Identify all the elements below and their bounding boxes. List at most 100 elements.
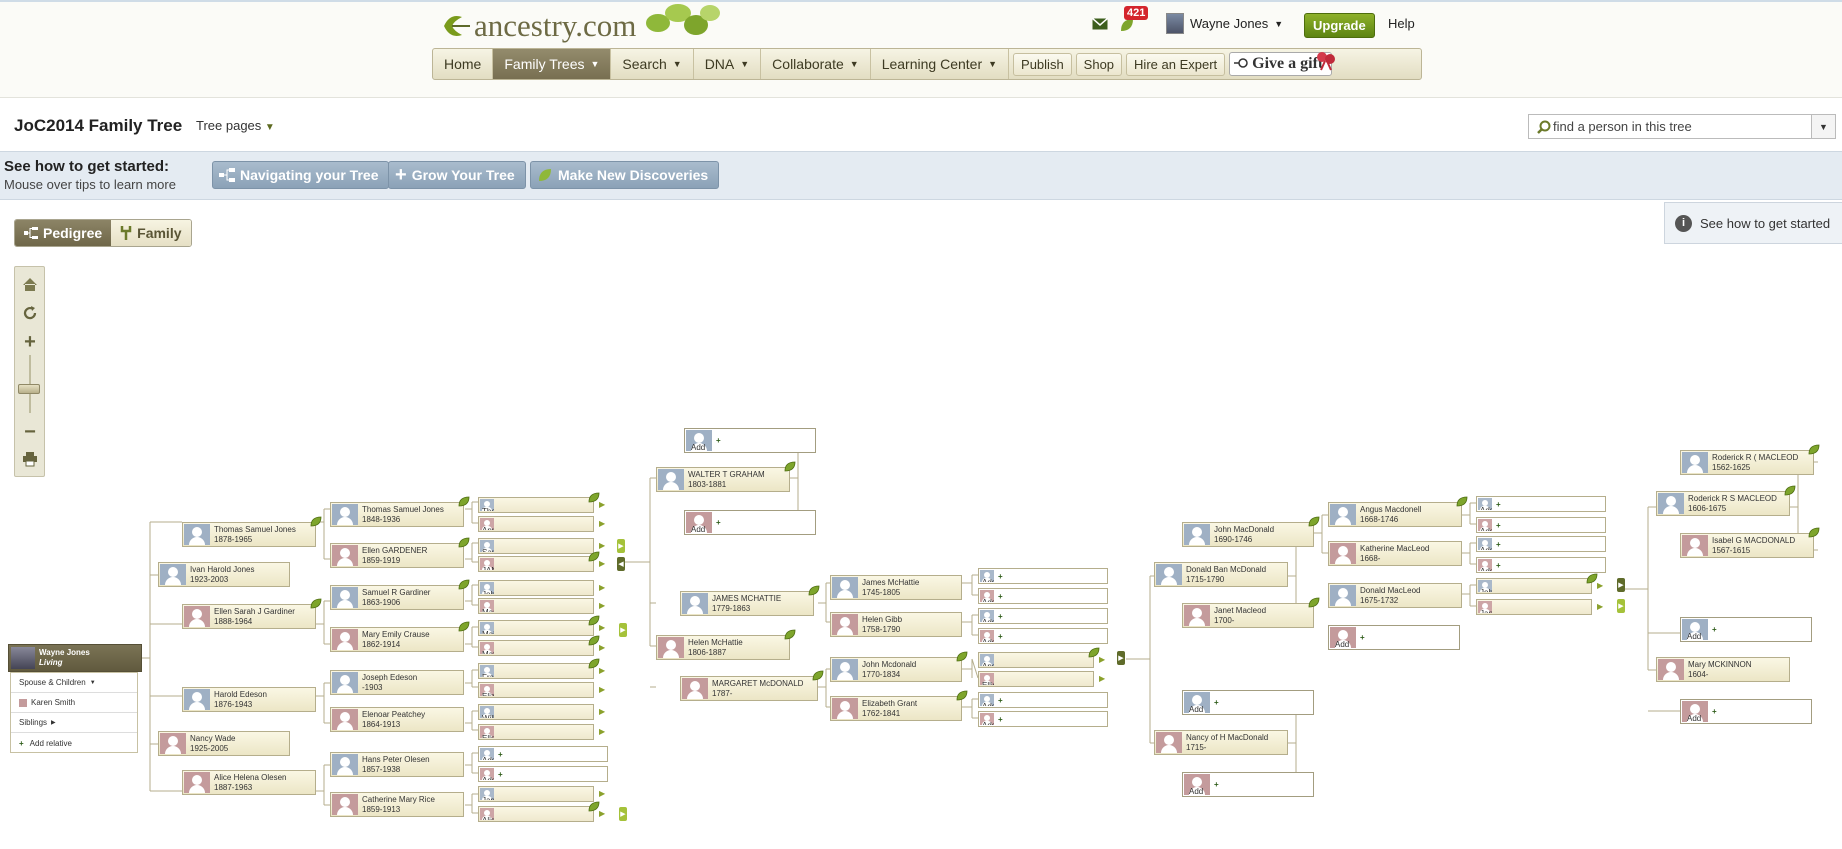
expand-arrow-icon[interactable]: ▶ xyxy=(1597,581,1604,590)
zoom-out-icon[interactable]: − xyxy=(24,420,36,443)
expand-arrow-icon[interactable]: ▶ xyxy=(599,623,606,632)
ancestor-small-card[interactable]: William H Peatchey xyxy=(478,704,594,720)
hint-leaf-icon[interactable] xyxy=(458,537,470,548)
hire-expert-button[interactable]: Hire an Expert xyxy=(1126,52,1226,76)
upgrade-button[interactable]: Upgrade xyxy=(1304,13,1375,38)
expand-branch-icon[interactable]: ▶ xyxy=(1617,578,1625,592)
nav-search[interactable]: Search▼ xyxy=(611,49,694,79)
hint-leaf-icon[interactable] xyxy=(1784,485,1796,496)
help-link[interactable]: Help xyxy=(1388,16,1415,31)
refresh-icon[interactable] xyxy=(19,302,41,324)
print-icon[interactable] xyxy=(19,448,41,470)
add-father-button[interactable]: Add Father+ xyxy=(684,428,816,453)
person-card[interactable]: Joseph Edeson-1903 xyxy=(330,670,464,695)
hint-leaf-icon[interactable] xyxy=(310,598,322,609)
hint-leaf-icon[interactable] xyxy=(812,670,824,681)
ancestor-small-card[interactable]: Matilda Kibble xyxy=(478,640,594,656)
hints-leaf-icon[interactable] xyxy=(1118,16,1136,34)
expand-arrow-icon[interactable]: ▶ xyxy=(599,707,606,716)
add-mother-button[interactable]: Add Mother+ xyxy=(1182,772,1314,797)
add-father-button[interactable]: Add Father+ xyxy=(478,746,608,762)
expand-branch-icon[interactable]: ▶ xyxy=(1117,651,1125,665)
spouse-children-menu[interactable]: Spouse & Children▼ xyxy=(11,673,137,693)
nav-family-trees[interactable]: Family Trees▼ xyxy=(493,49,612,79)
nav-collaborate[interactable]: Collaborate▼ xyxy=(761,49,871,79)
ancestry-logo[interactable]: ancestry.com xyxy=(440,4,728,44)
expand-arrow-icon[interactable]: ▶ xyxy=(1597,602,1604,611)
expand-arrow-icon[interactable]: ▶ xyxy=(599,727,606,736)
add-mother-button[interactable]: Add Mother+ xyxy=(1680,699,1812,724)
hint-leaf-icon[interactable] xyxy=(458,496,470,507)
give-gift-button[interactable]: Give a gift xyxy=(1229,52,1336,76)
hint-leaf-icon[interactable] xyxy=(1308,597,1320,608)
hint-leaf-icon[interactable] xyxy=(310,516,322,527)
expand-arrow-icon[interactable]: ▶ xyxy=(599,809,606,818)
ancestor-small-card[interactable]: Elizabeth xyxy=(478,682,594,698)
find-person-input[interactable]: find a person in this tree xyxy=(1553,119,1692,134)
ancestor-small-card[interactable]: Angus Ban MacDonald xyxy=(978,652,1094,668)
hint-leaf-icon[interactable] xyxy=(588,615,600,626)
hint-leaf-icon[interactable] xyxy=(588,658,600,669)
expand-branch-icon[interactable]: ▶ xyxy=(1617,599,1625,613)
see-how-panel[interactable]: i See how to get started xyxy=(1664,202,1842,244)
chevron-down-icon[interactable]: ▼ xyxy=(1811,115,1835,138)
ancestor-small-card[interactable]: Ellen Whittaker xyxy=(478,724,594,740)
hint-leaf-icon[interactable] xyxy=(1586,573,1598,584)
ancestor-small-card[interactable]: James Joseph Rice xyxy=(478,786,594,802)
add-father-button[interactable]: Add Father+ xyxy=(978,608,1108,624)
hint-leaf-icon[interactable] xyxy=(588,492,600,503)
siblings-menu[interactable]: Siblings▶ xyxy=(11,713,137,733)
ancestor-small-card[interactable]: John Gardiner xyxy=(478,580,594,596)
ancestor-small-card[interactable]: Thomas Samuel Jones xyxy=(478,497,594,513)
hint-leaf-icon[interactable] xyxy=(588,801,600,812)
shop-button[interactable]: Shop xyxy=(1075,52,1123,76)
ancestor-small-card[interactable]: Major Jackson Crause xyxy=(478,620,594,636)
hint-leaf-icon[interactable] xyxy=(808,585,820,596)
add-mother-button[interactable]: Add Mother+ xyxy=(478,766,608,782)
tip-discoveries-button[interactable]: Make New Discoveries xyxy=(530,161,720,189)
nav-home[interactable]: Home xyxy=(433,49,494,79)
expand-arrow-icon[interactable]: ▶ xyxy=(1099,674,1106,683)
add-father-button[interactable]: Add Father+ xyxy=(1476,496,1606,512)
add-mother-button[interactable]: Add Mother+ xyxy=(1328,625,1460,650)
zoom-slider-thumb[interactable] xyxy=(18,384,40,394)
add-father-button[interactable]: Add Father+ xyxy=(1476,536,1606,552)
expand-arrow-icon[interactable]: ▶ xyxy=(599,541,606,550)
expand-arrow-icon[interactable]: ▶ xyxy=(599,583,606,592)
hint-leaf-icon[interactable] xyxy=(956,651,968,662)
hint-leaf-icon[interactable] xyxy=(784,461,796,472)
tip-grow-tree-button[interactable]: + Grow Your Tree xyxy=(388,161,526,189)
publish-button[interactable]: Publish xyxy=(1013,52,1072,76)
nav-dna[interactable]: DNA▼ xyxy=(694,49,762,79)
expand-arrow-icon[interactable]: ▶ xyxy=(599,643,606,652)
hint-leaf-icon[interactable] xyxy=(458,579,470,590)
expand-branch-icon[interactable]: ◀ xyxy=(617,557,625,571)
add-mother-button[interactable]: Add Mother+ xyxy=(1476,517,1606,533)
add-father-button[interactable]: Add Father+ xyxy=(978,692,1108,708)
expand-arrow-icon[interactable]: ▶ xyxy=(599,500,606,509)
hint-leaf-icon[interactable] xyxy=(1808,527,1820,538)
find-person-search[interactable]: find a person in this tree ▼ xyxy=(1528,114,1836,139)
add-mother-button[interactable]: Add Mother+ xyxy=(978,628,1108,644)
hint-leaf-icon[interactable] xyxy=(1456,496,1468,507)
add-mother-button[interactable]: Add Mother+ xyxy=(978,711,1108,727)
expand-arrow-icon[interactable]: ▶ xyxy=(1099,655,1106,664)
